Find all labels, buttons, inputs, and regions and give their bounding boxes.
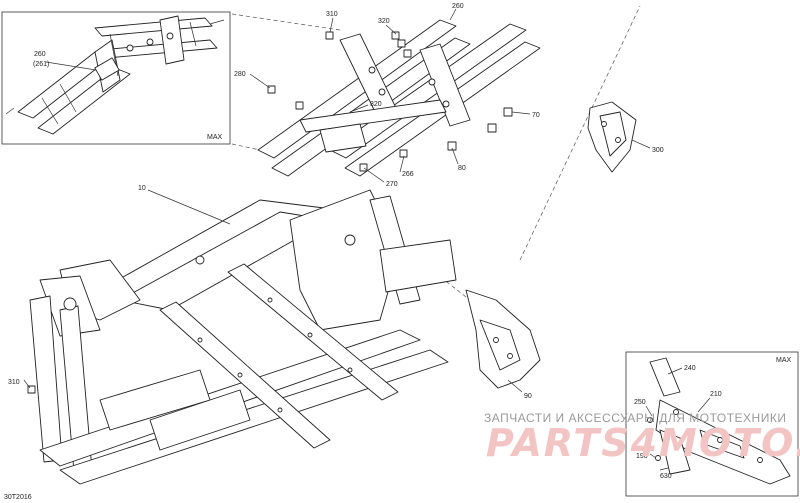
callout-261-inset: (261): [33, 61, 49, 68]
callout-260-inset: 260: [34, 51, 46, 58]
floor-rails: [159, 263, 399, 449]
leader-lines: [23, 8, 651, 393]
callout-630: 630: [660, 473, 672, 480]
callout-90: 90: [524, 393, 532, 400]
main-frame: [29, 189, 457, 485]
fastener-group-top: [267, 31, 513, 172]
bolt-310: [27, 385, 36, 394]
callout-310-front: 310: [8, 379, 20, 386]
callout-190: 190: [636, 453, 648, 460]
callout-80-top: 80: [458, 165, 466, 172]
callout-70: 70: [532, 112, 540, 119]
inset-bracket-drawing: [647, 357, 791, 485]
bracket-90: [465, 289, 541, 389]
callout-310-top: 310: [326, 11, 338, 18]
callout-266: 266: [402, 171, 414, 178]
inset-top-left: 260 (261) MAX: [1, 11, 231, 145]
callout-210: 210: [710, 391, 722, 398]
callout-320-top: 320: [378, 18, 390, 25]
callout-240: 240: [684, 365, 696, 372]
callout-280: 280: [234, 71, 246, 78]
watermark: ЗАПЧАСТИ И АКСЕССУАРЫ ДЛЯ МОТОТЕХНИКИ PA…: [484, 411, 800, 465]
watermark-tagline: ЗАПЧАСТИ И АКСЕССУАРЫ ДЛЯ МОТОТЕХНИКИ: [484, 411, 786, 425]
inset-bottom-right: 240 210 250 190 630 MAX: [625, 351, 799, 497]
callout-260-top: 260: [452, 3, 464, 10]
callout-300: 300: [652, 147, 664, 154]
bracket-300: [587, 101, 637, 173]
watermark-logo: PARTS4MOTO.RU: [486, 421, 800, 465]
inset-subframe-drawing: [5, 15, 225, 135]
diagram-code: 30T2016: [4, 494, 32, 501]
inset-max-tag-bottom: MAX: [776, 357, 792, 364]
callout-250: 250: [634, 399, 646, 406]
inset-max-tag-top: MAX: [207, 134, 223, 141]
callout-320-mid: 320: [370, 101, 382, 108]
callout-10: 10: [138, 185, 146, 192]
callout-270: 270: [386, 181, 398, 188]
